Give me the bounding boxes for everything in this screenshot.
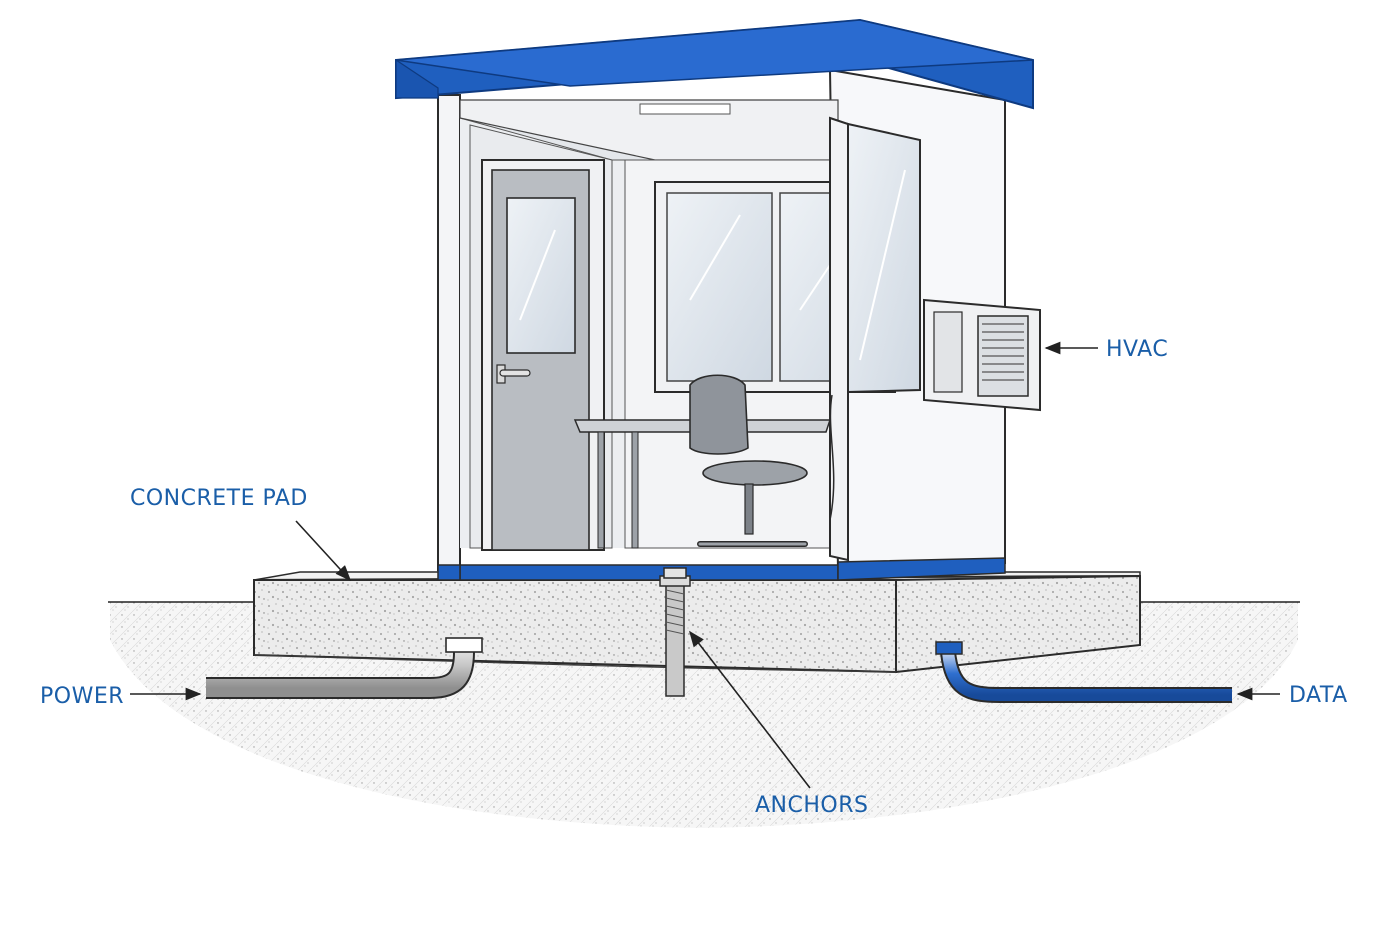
chair [689,374,808,547]
concrete-pad-label: CONCRETE PAD [130,486,308,511]
power-label: POWER [40,684,124,709]
concrete-pad [253,571,1141,674]
data-conduit [935,641,1232,703]
hvac-label: HVAC [1106,337,1168,362]
door [481,159,605,551]
anchors-label: ANCHORS [755,793,868,818]
hvac-unit [923,298,1041,412]
booth [437,68,1006,581]
roof [395,18,1034,110]
anchor-bolt [659,567,691,697]
power-conduit [206,637,483,699]
callout-leaders [130,341,1280,789]
data-label: DATA [1289,683,1348,708]
